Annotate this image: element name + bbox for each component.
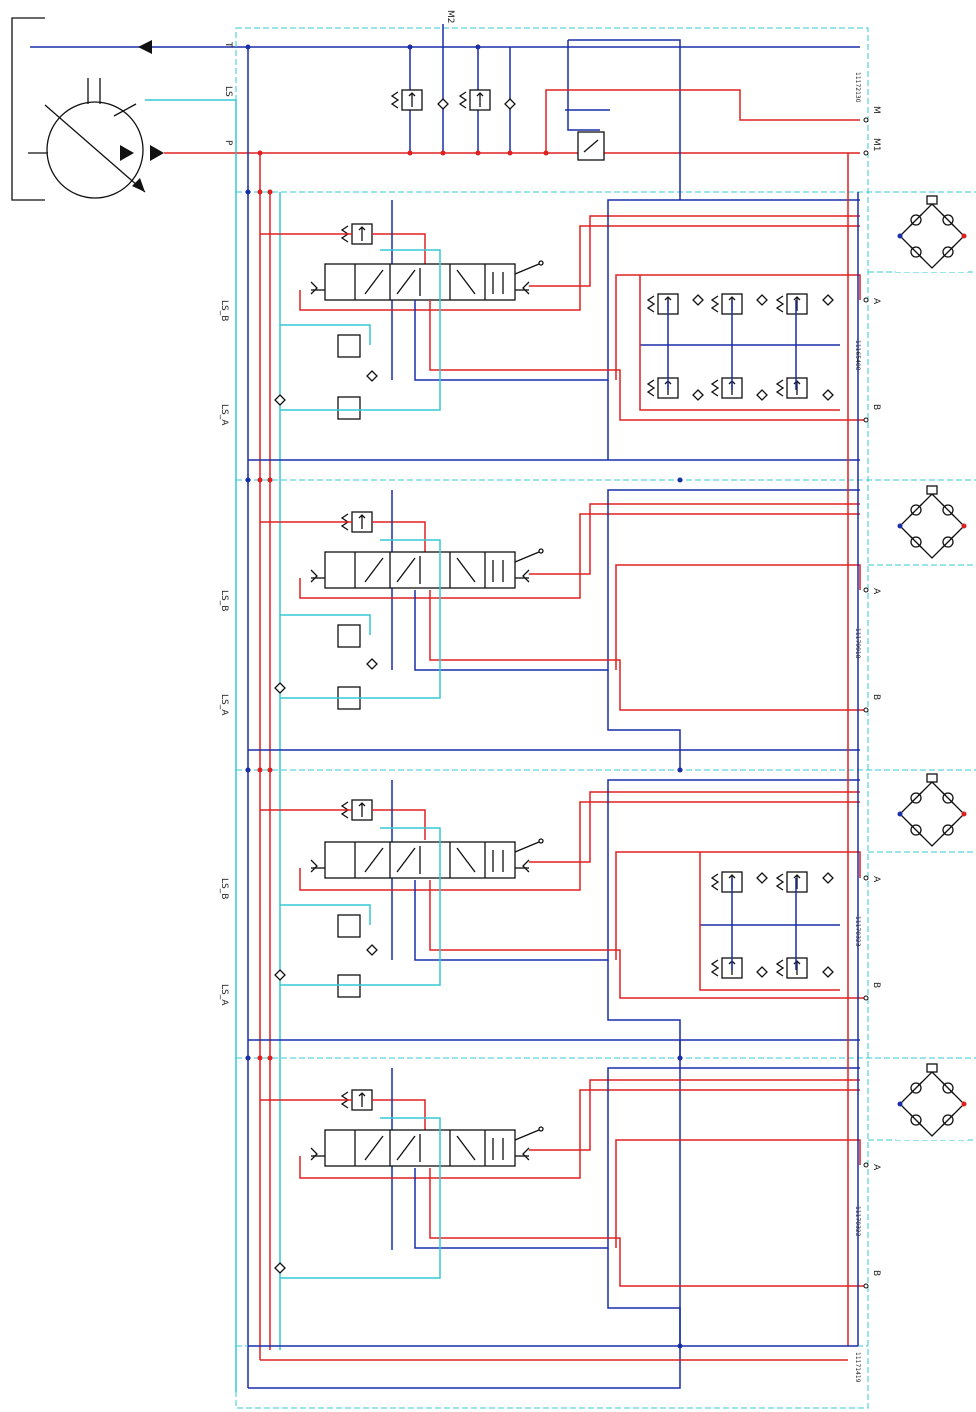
pump-enclosure xyxy=(11,17,164,201)
inlet-code: 11172130 xyxy=(854,72,861,103)
main-lines xyxy=(30,40,860,1392)
s4-a-label: A xyxy=(871,1164,881,1171)
inlet-module xyxy=(391,24,860,200)
s3-lsb-label: LS_B xyxy=(219,878,229,899)
s2-a-label: A xyxy=(871,588,881,595)
section-3 xyxy=(248,773,969,1058)
section1-code: 11165400 xyxy=(854,340,861,371)
port-ls-label: LS xyxy=(223,86,233,97)
port-m2-label: M2 xyxy=(445,10,455,24)
section2-code: 11179918 xyxy=(854,628,861,659)
section-1 xyxy=(248,195,969,461)
section-4 xyxy=(260,1063,969,1346)
port-m1-label: M1 xyxy=(871,138,881,152)
s1-lsb-label: LS_B xyxy=(219,300,229,321)
s4-b-label: B xyxy=(871,1270,881,1276)
s2-lsa-label: LS_A xyxy=(219,694,229,716)
port-p-label: P xyxy=(223,140,233,146)
s1-b-label: B xyxy=(871,404,881,410)
s1-a-label: A xyxy=(871,298,881,305)
s2-lsb-label: LS_B xyxy=(219,590,229,611)
port-labels: T LS P M2 M M1 11172130 11165400 1117991… xyxy=(219,10,881,1383)
port-m-label: M xyxy=(871,106,881,114)
s3-b-label: B xyxy=(871,982,881,988)
section4-code: 11170322 xyxy=(854,1206,861,1237)
s2-b-label: B xyxy=(871,694,881,700)
s3-lsa-label: LS_A xyxy=(219,984,229,1006)
end-code: 11171419 xyxy=(854,1352,861,1383)
s3-a-label: A xyxy=(871,876,881,883)
module-boundaries xyxy=(235,27,976,1409)
s1-lsa-label: LS_A xyxy=(219,404,229,426)
right-collector xyxy=(248,153,859,1361)
section-2 xyxy=(248,485,969,770)
port-t-label: T xyxy=(223,41,233,48)
junction-dots xyxy=(245,44,869,1349)
section3-code: 11170323 xyxy=(854,916,861,947)
